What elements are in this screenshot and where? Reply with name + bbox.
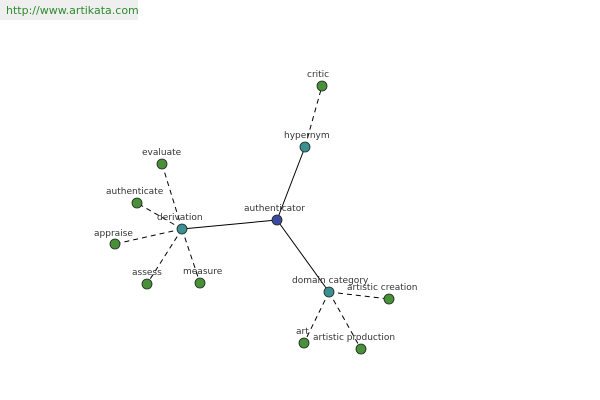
edge-derivation-measure [181, 228, 201, 284]
node-label-domain-category: domain category [292, 276, 369, 286]
node-dot-derivation[interactable] [176, 223, 188, 235]
node-authenticator[interactable]: authenticator [244, 204, 305, 226]
nodes-layer: authenticator hypernym derivation domain ca… [94, 70, 418, 355]
edge-hypernym-critic [304, 85, 323, 148]
node-dot-artistic-creation[interactable] [383, 293, 395, 305]
node-domain-category[interactable]: domain category [292, 276, 369, 298]
node-dot-art[interactable] [298, 337, 310, 349]
node-critic[interactable]: critic [307, 70, 329, 92]
edges-layer [114, 85, 390, 350]
node-authenticate[interactable]: authenticate [106, 187, 164, 209]
node-label-artistic-creation: artistic creation [347, 283, 418, 293]
site-url[interactable]: http://www.artikata.com [6, 4, 139, 17]
node-dot-domain-category[interactable] [323, 286, 335, 298]
node-dot-authenticator[interactable] [271, 214, 283, 226]
node-label-appraise: appraise [94, 229, 133, 239]
node-label-evaluate: evaluate [142, 148, 182, 158]
node-dot-authenticate[interactable] [131, 197, 143, 209]
node-label-authenticator: authenticator [244, 204, 305, 214]
node-label-artistic-production: artistic production [313, 333, 395, 343]
node-label-hypernym: hypernym [284, 131, 330, 141]
node-artistic-creation[interactable]: artistic creation [347, 283, 418, 305]
edge-derivation-evaluate [161, 163, 183, 230]
node-dot-artistic-production[interactable] [355, 343, 367, 355]
node-label-measure: measure [183, 267, 223, 277]
edge-domain-category-artistic-creation [328, 291, 390, 300]
edge-authenticator-derivation [181, 219, 278, 230]
edge-authenticator-hypernym [276, 146, 306, 221]
node-label-authenticate: authenticate [106, 187, 164, 197]
node-appraise[interactable]: appraise [94, 229, 133, 250]
edge-derivation-appraise [114, 228, 183, 245]
node-label-art: art [296, 327, 309, 337]
node-dot-critic[interactable] [316, 80, 328, 92]
node-dot-assess[interactable] [141, 278, 153, 290]
node-label-critic: critic [307, 70, 329, 80]
url-banner: http://www.artikata.com [0, 0, 139, 20]
edge-authenticator-domain-category [276, 219, 330, 293]
edge-derivation-assess [146, 228, 183, 285]
node-dot-appraise[interactable] [109, 238, 121, 250]
node-hypernym[interactable]: hypernym [284, 131, 330, 153]
node-art[interactable]: art [296, 327, 310, 349]
node-artistic-production[interactable]: artistic production [313, 333, 395, 355]
node-derivation[interactable]: derivation [157, 213, 203, 235]
edge-domain-category-artistic-production [328, 291, 362, 350]
edge-domain-category-art [303, 291, 330, 344]
node-dot-evaluate[interactable] [156, 158, 168, 170]
node-assess[interactable]: assess [132, 268, 162, 290]
node-dot-measure[interactable] [194, 277, 206, 289]
node-dot-hypernym[interactable] [299, 141, 311, 153]
node-measure[interactable]: measure [183, 267, 223, 289]
node-evaluate[interactable]: evaluate [142, 148, 182, 170]
node-label-derivation: derivation [157, 213, 203, 223]
node-label-assess: assess [132, 268, 162, 278]
